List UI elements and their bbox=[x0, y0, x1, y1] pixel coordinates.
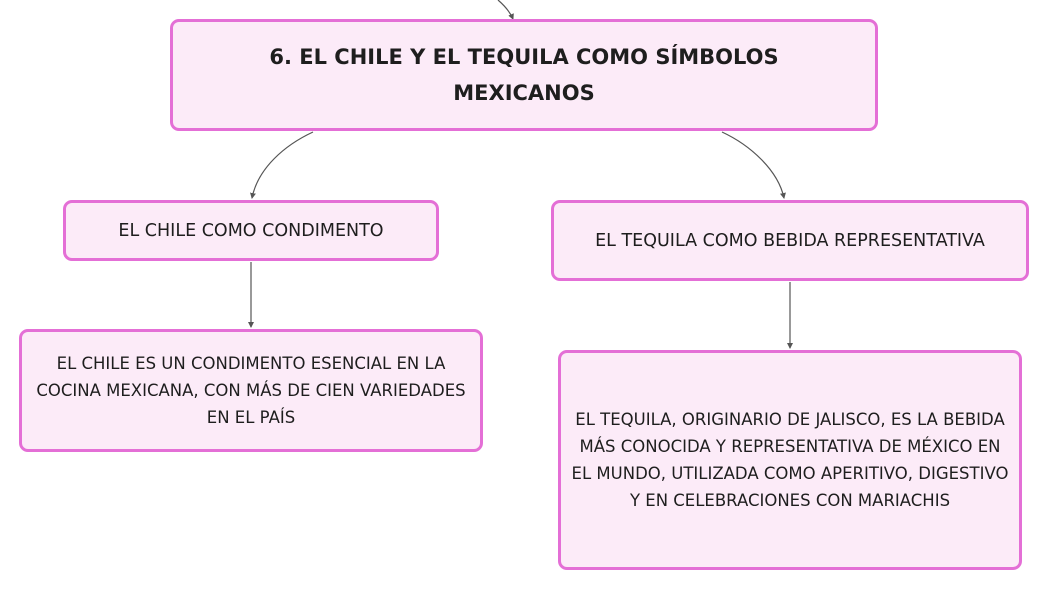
detail-node-chile[interactable]: EL CHILE ES UN CONDIMENTO ESENCIAL EN LA… bbox=[19, 329, 483, 452]
branch-node-tequila[interactable]: EL TEQUILA COMO BEBIDA REPRESENTATIVA bbox=[551, 200, 1029, 281]
connector-title-to-chile bbox=[250, 131, 314, 199]
detail-text-tequila: EL TEQUILA, ORIGINARIO DE JALISCO, ES LA… bbox=[571, 410, 1009, 510]
connector-from-parent bbox=[497, 0, 514, 20]
branch-node-chile[interactable]: EL CHILE COMO CONDIMENTO bbox=[63, 200, 439, 261]
detail-text-chile: EL CHILE ES UN CONDIMENTO ESENCIAL EN LA… bbox=[36, 354, 466, 427]
branch-label-chile: EL CHILE COMO CONDIMENTO bbox=[118, 220, 384, 241]
central-topic-text: 6. EL CHILE Y EL TEQUILA COMO SÍMBOLOS M… bbox=[269, 45, 779, 105]
central-topic-node[interactable]: 6. EL CHILE Y EL TEQUILA COMO SÍMBOLOS M… bbox=[170, 19, 878, 131]
connector-title-to-tequila bbox=[721, 131, 786, 199]
branch-label-tequila: EL TEQUILA COMO BEBIDA REPRESENTATIVA bbox=[595, 230, 985, 251]
detail-node-tequila[interactable]: EL TEQUILA, ORIGINARIO DE JALISCO, ES LA… bbox=[558, 350, 1022, 570]
